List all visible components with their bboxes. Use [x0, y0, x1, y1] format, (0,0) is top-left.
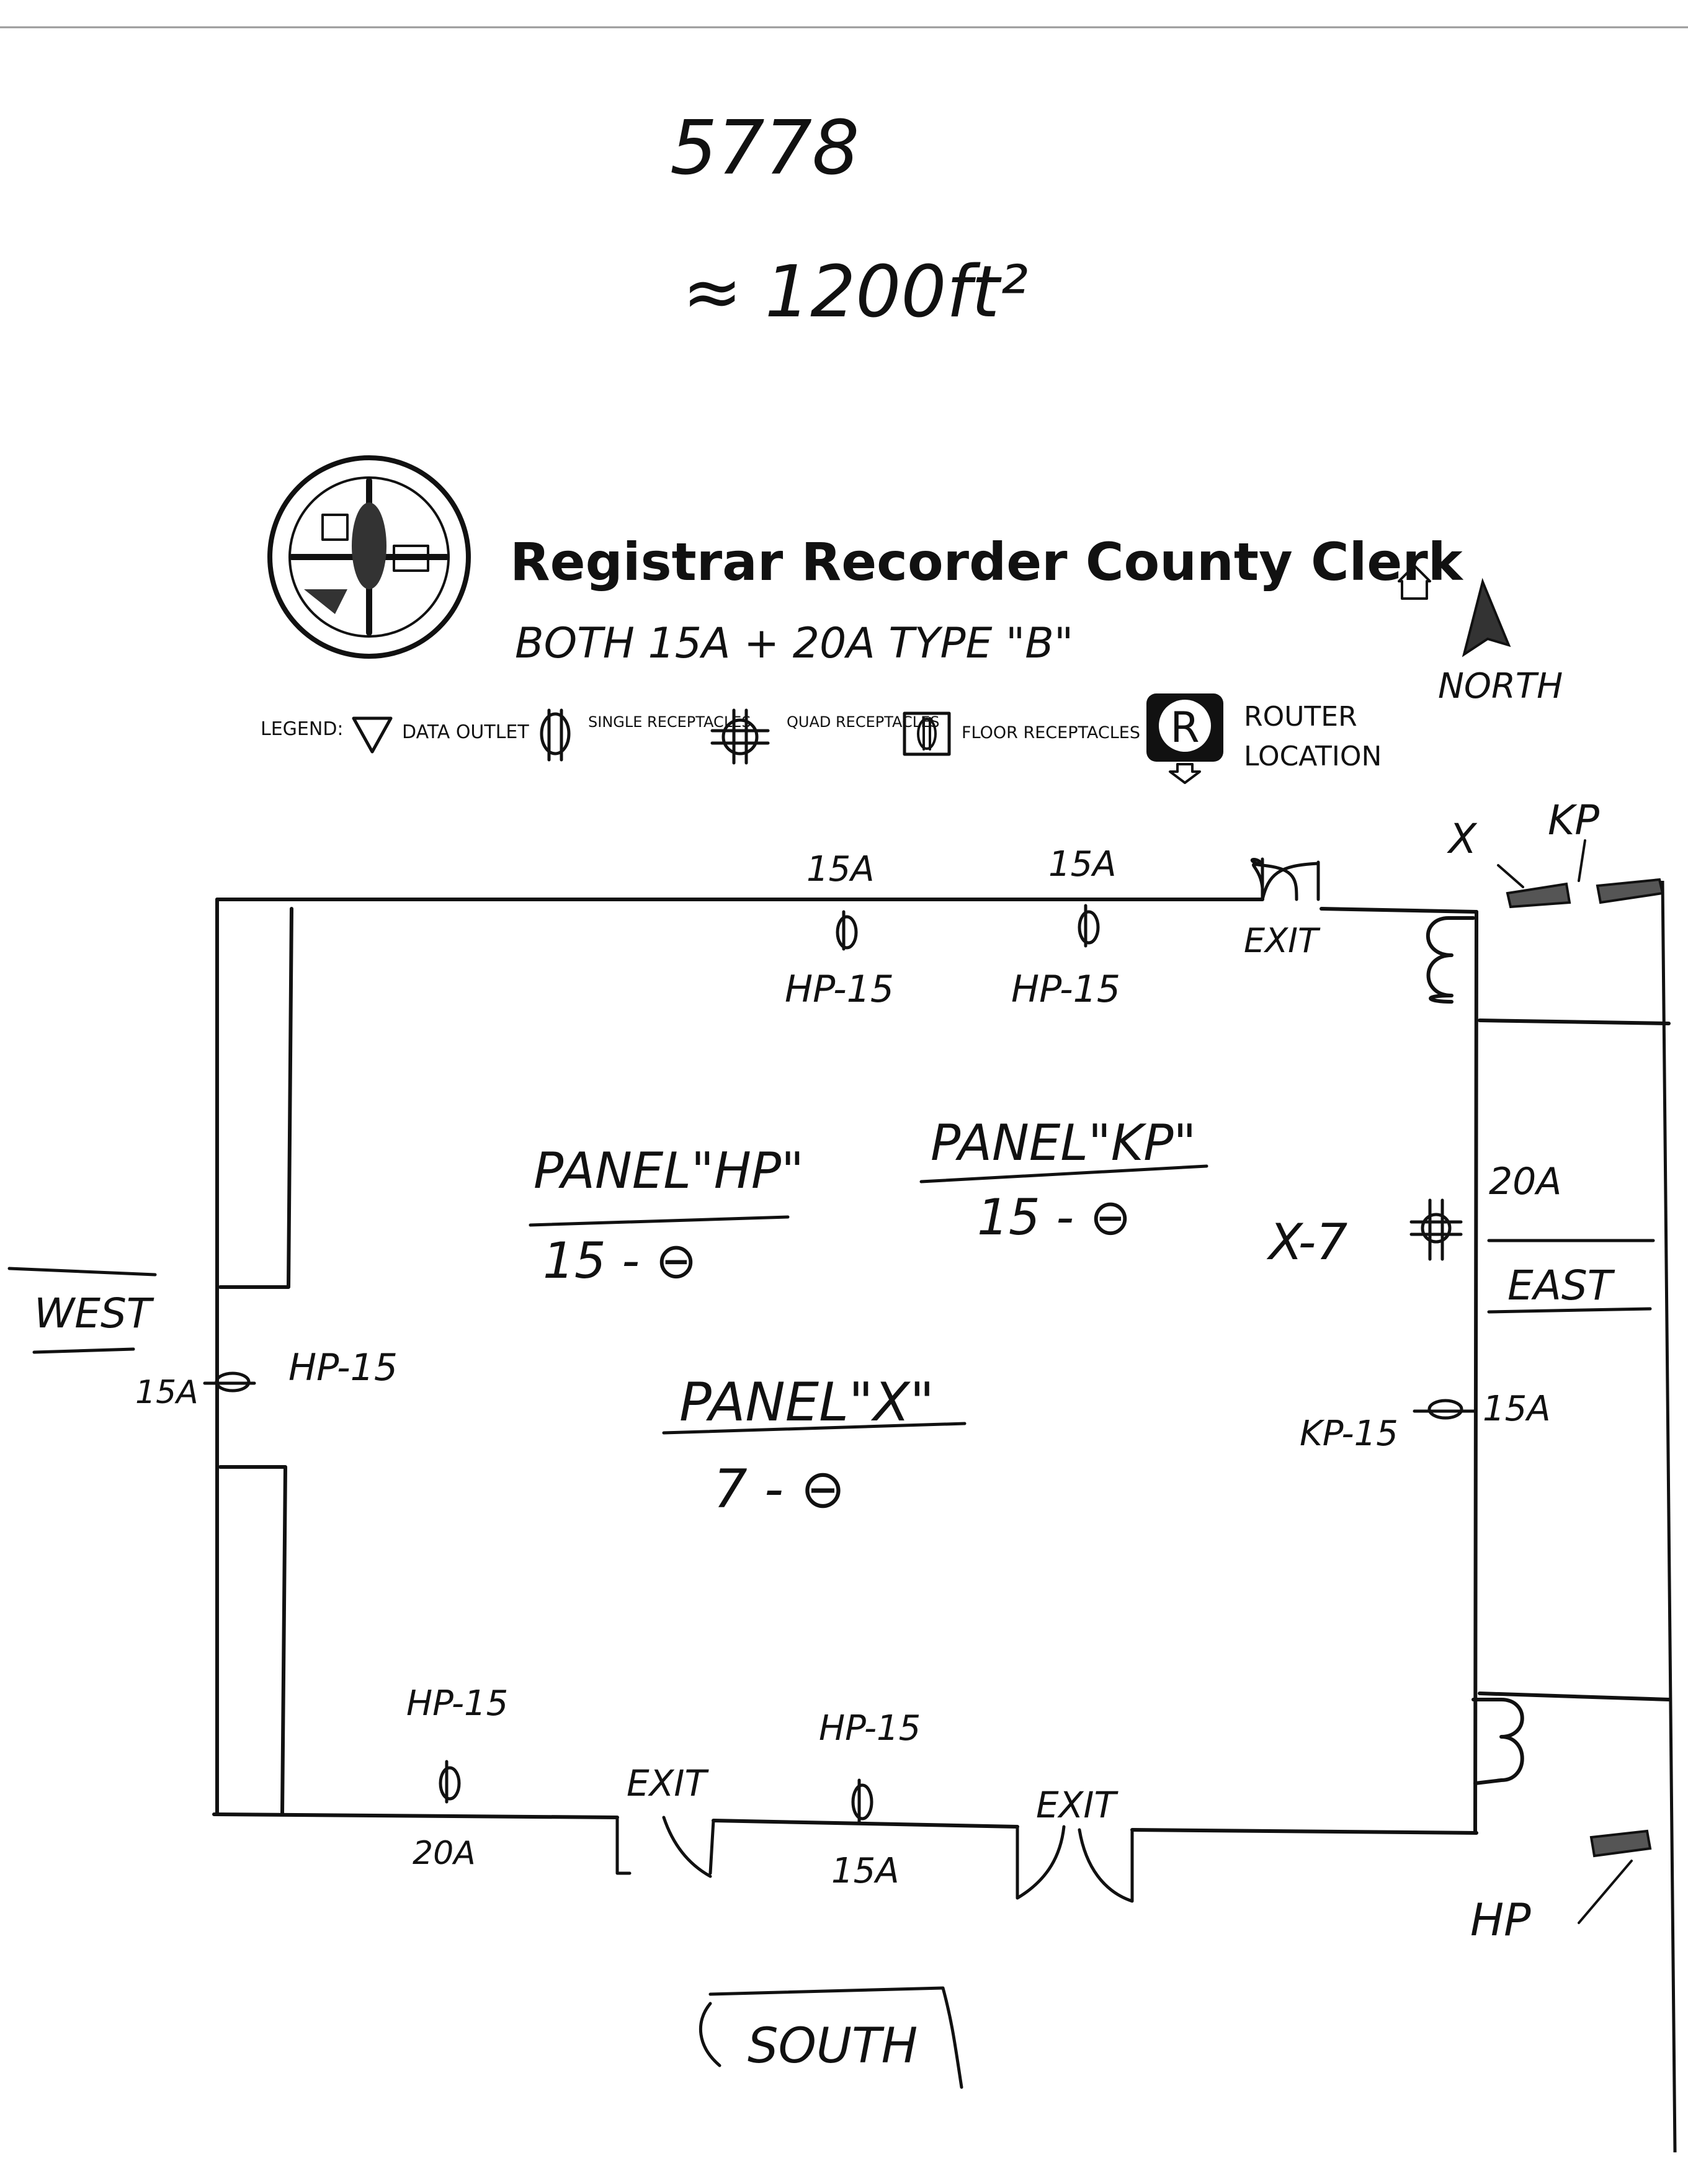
router-icon: R — [1146, 693, 1223, 784]
page-title: Registrar Recorder County Clerk — [510, 532, 1464, 592]
single-receptacle-bottom-2 — [851, 1778, 873, 1825]
x-marker-label: X — [1447, 815, 1478, 863]
top-15a-label: 15A — [806, 849, 875, 889]
top-hp-label: HP-15 — [785, 968, 894, 1011]
panel-x-name: PANEL"X" — [679, 1371, 934, 1433]
page-number: 5778 — [670, 105, 859, 192]
door-top-exit — [1250, 857, 1320, 901]
top-hp-label: HP-15 — [1011, 968, 1120, 1011]
panel-x-value: 7 - ⊖ — [713, 1458, 845, 1520]
panel-kp-icon — [1596, 878, 1664, 904]
legend-label: LEGEND: — [261, 718, 344, 740]
single-receptacle-top-2 — [1078, 904, 1100, 948]
door-bottom-exit-1 — [615, 1816, 715, 1878]
legend-item-label: SINGLE RECEPTACLES — [588, 713, 751, 731]
west-label: WEST — [34, 1290, 154, 1337]
panel-hp: PANEL"HP" 15 - ⊖ — [529, 1142, 804, 1290]
single-receptacle-top-1 — [836, 910, 858, 951]
legend-item-label: FLOOR RECEPTACLES — [962, 723, 1140, 742]
single-receptacle-west — [203, 1371, 256, 1393]
west-15a-label: 15A — [135, 1374, 199, 1411]
kp-marker-label: KP — [1548, 796, 1599, 844]
triangle-down-icon — [352, 716, 393, 754]
router-label-line2: LOCATION — [1244, 741, 1382, 772]
panel-kp: PANEL"KP" 15 - ⊖ — [919, 1114, 1208, 1246]
legend-item-label: QUAD RECEPTACLES — [787, 713, 940, 731]
south-box — [699, 1986, 963, 2089]
east-kp15-label: KP-15 — [1300, 1414, 1398, 1454]
exit-label-bottom: EXIT — [1036, 1784, 1119, 1826]
panel-hp-name: PANEL"HP" — [534, 1142, 804, 1200]
panel-hp-icon — [1589, 1829, 1652, 1858]
single-receptacle-icon — [540, 708, 571, 762]
quad-receptacle-east — [1409, 1198, 1463, 1261]
county-seal-logo — [267, 455, 471, 659]
exit-label-top: EXIT — [1244, 921, 1321, 960]
north-label: NORTH — [1438, 666, 1563, 706]
floor-receptacle-icon — [903, 711, 951, 756]
hp-marker-label: HP — [1470, 1894, 1531, 1946]
bottom-15a-label: 15A — [831, 1851, 900, 1891]
subtitle-note: BOTH 15A + 20A TYPE "B" — [515, 619, 1073, 668]
door-bottom-exit-2 — [1016, 1825, 1134, 1903]
exit-label-bottom: EXIT — [627, 1762, 709, 1804]
bottom-hp-label: HP-15 — [819, 1708, 921, 1749]
panel-kp-value: 15 - ⊖ — [977, 1188, 1132, 1246]
east-label: EAST — [1507, 1262, 1615, 1309]
quad-receptacle-icon — [710, 708, 770, 765]
panel-kp-name: PANEL"KP" — [931, 1114, 1196, 1172]
panel-hp-value: 15 - ⊖ — [543, 1232, 697, 1290]
panel-x: PANEL"X" 7 - ⊖ — [662, 1371, 967, 1520]
north-arrow-icon — [1462, 577, 1511, 657]
legend-item-label: DATA OUTLET — [402, 721, 529, 743]
router-letter: R — [1170, 703, 1199, 752]
home-icon — [1398, 564, 1431, 600]
east-15a-label: 15A — [1483, 1389, 1551, 1429]
south-label: SOUTH — [748, 2018, 918, 2074]
router-label-line1: ROUTER — [1244, 701, 1357, 733]
room-outline — [212, 880, 1677, 2153]
bottom-hp-label: HP-15 — [406, 1683, 508, 1724]
single-receptacle-east — [1413, 1399, 1477, 1420]
area-note: ≈ 1200ft² — [682, 251, 1028, 334]
single-receptacle-bottom-1 — [439, 1760, 461, 1804]
bottom-20a-label: 20A — [413, 1835, 476, 1872]
top-15a-label: 15A — [1048, 844, 1117, 885]
east-20a-label: 20A — [1489, 1160, 1561, 1203]
legend: LEGEND: DATA OUTLET SINGLE RECEPTACLES Q… — [261, 693, 1382, 784]
panel-x-icon — [1506, 882, 1571, 909]
east-x7-label: X-7 — [1266, 1213, 1347, 1271]
west-hp15-label: HP-15 — [288, 1346, 398, 1389]
